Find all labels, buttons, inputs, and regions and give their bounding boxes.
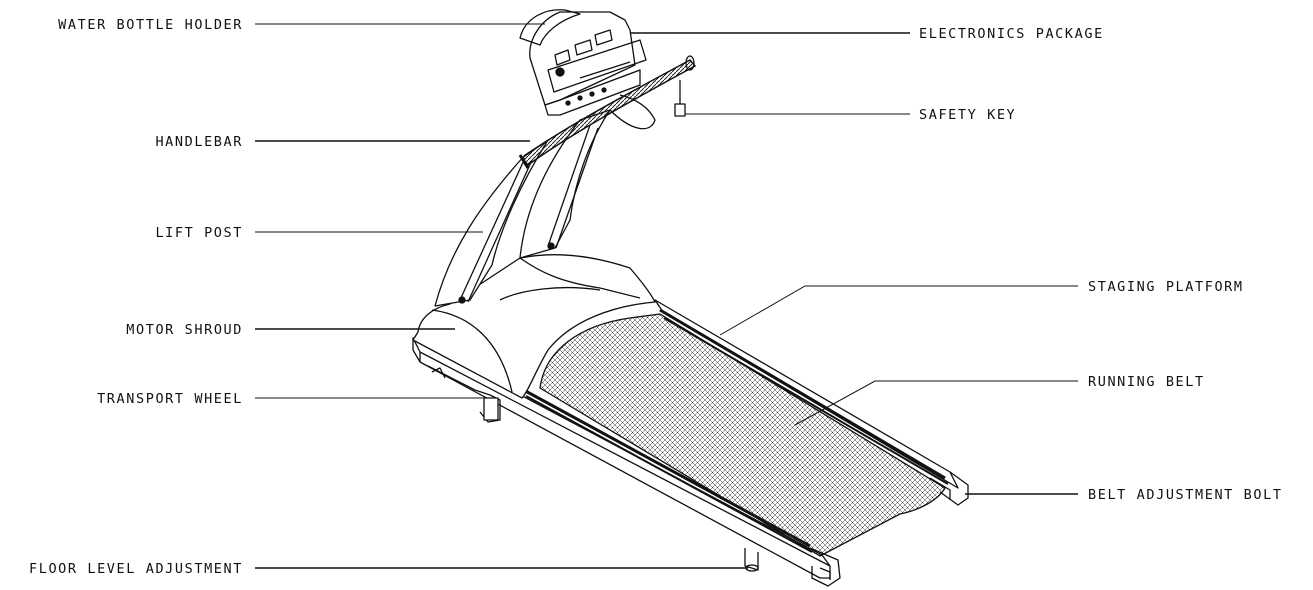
label-handlebar: HANDLEBAR xyxy=(155,134,243,150)
label-water-bottle-holder: WATER BOTTLE HOLDER xyxy=(58,17,243,33)
leader-staging-platform xyxy=(719,285,1078,336)
label-transport-wheel: TRANSPORT WHEEL xyxy=(97,391,243,407)
label-motor-shroud: MOTOR SHROUD xyxy=(126,322,243,338)
label-staging-platform: STAGING PLATFORM xyxy=(1088,279,1244,295)
label-floor-level-adjustment: FLOOR LEVEL ADJUSTMENT xyxy=(28,561,243,577)
leader-running-belt xyxy=(794,380,1078,426)
right-upright xyxy=(519,94,656,259)
label-belt-adjustment-bolt: BELT ADJUSTMENT BOLT xyxy=(1088,487,1283,503)
label-running-belt: RUNNING BELT xyxy=(1088,374,1205,390)
handlebar-shape xyxy=(518,55,696,169)
running-belt-surface xyxy=(539,313,946,557)
label-lift-post: LIFT POST xyxy=(155,225,243,241)
safety-key-shape xyxy=(674,80,686,117)
transport-wheel-shape xyxy=(427,365,501,423)
front-end-cap xyxy=(809,547,841,587)
console xyxy=(519,9,647,116)
label-electronics-package: ELECTRONICS PACKAGE xyxy=(919,26,1104,42)
label-safety-key: SAFETY KEY xyxy=(919,107,1017,123)
